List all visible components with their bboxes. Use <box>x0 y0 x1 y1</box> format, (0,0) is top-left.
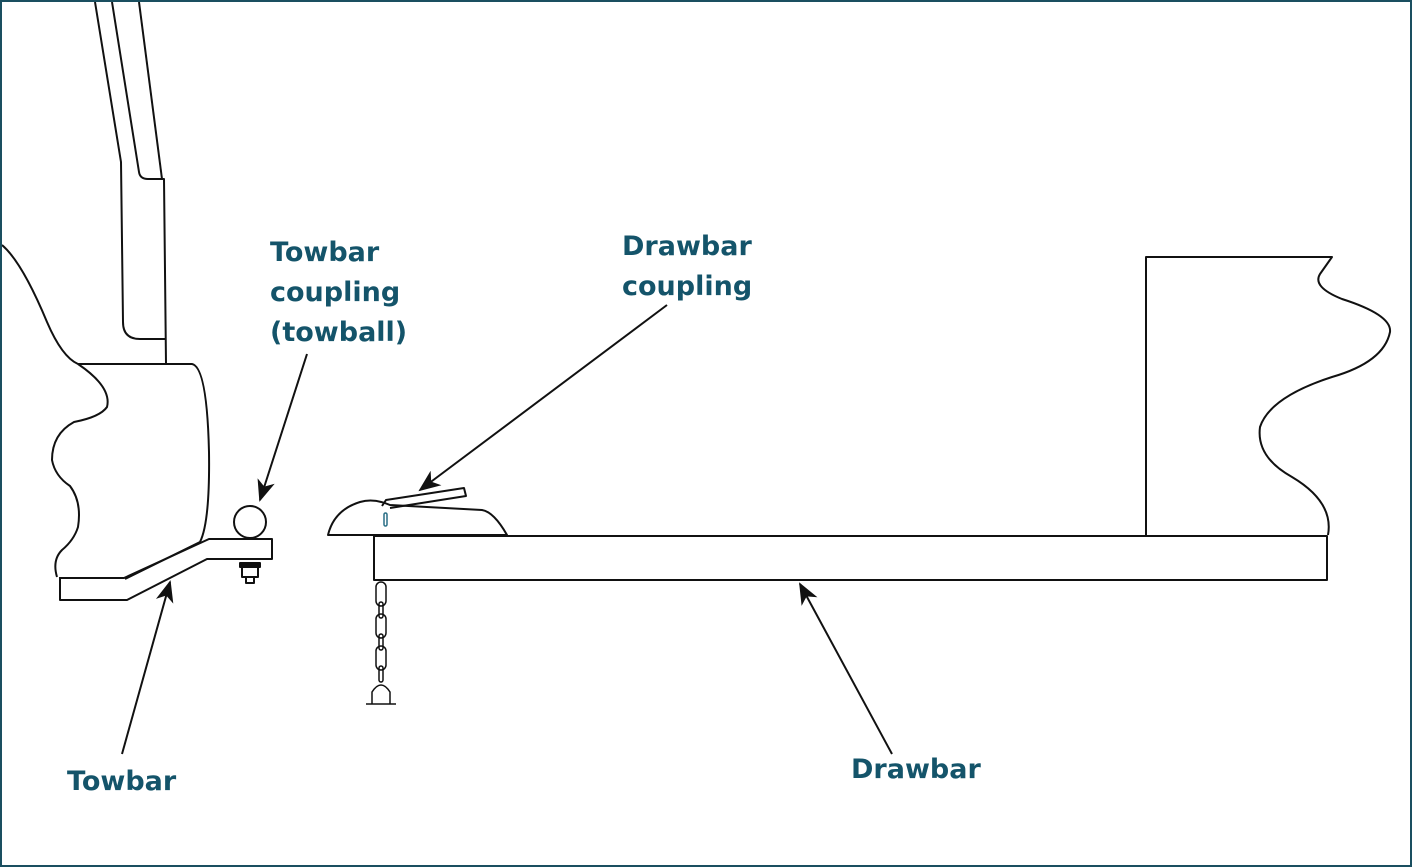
label-drawbar: Drawbar <box>851 754 981 785</box>
label-line: (towball) <box>270 317 408 348</box>
label-line: Towbar <box>270 237 380 268</box>
trailer-body <box>1145 256 1392 536</box>
label-drawbar-coupling: Drawbar coupling <box>622 227 752 307</box>
label-line: coupling <box>270 277 401 308</box>
safety-chain <box>366 581 396 705</box>
vehicle-rear <box>2 2 211 580</box>
label-towbar-coupling: Towbar coupling (towball) <box>270 233 407 353</box>
label-line: Drawbar <box>622 231 752 262</box>
arrows <box>121 304 893 755</box>
drawbar <box>373 535 1328 581</box>
towball <box>233 505 267 584</box>
towbar <box>59 538 273 601</box>
drawbar-coupling <box>327 487 508 536</box>
label-towbar: Towbar <box>67 766 177 797</box>
label-line: coupling <box>622 271 753 302</box>
